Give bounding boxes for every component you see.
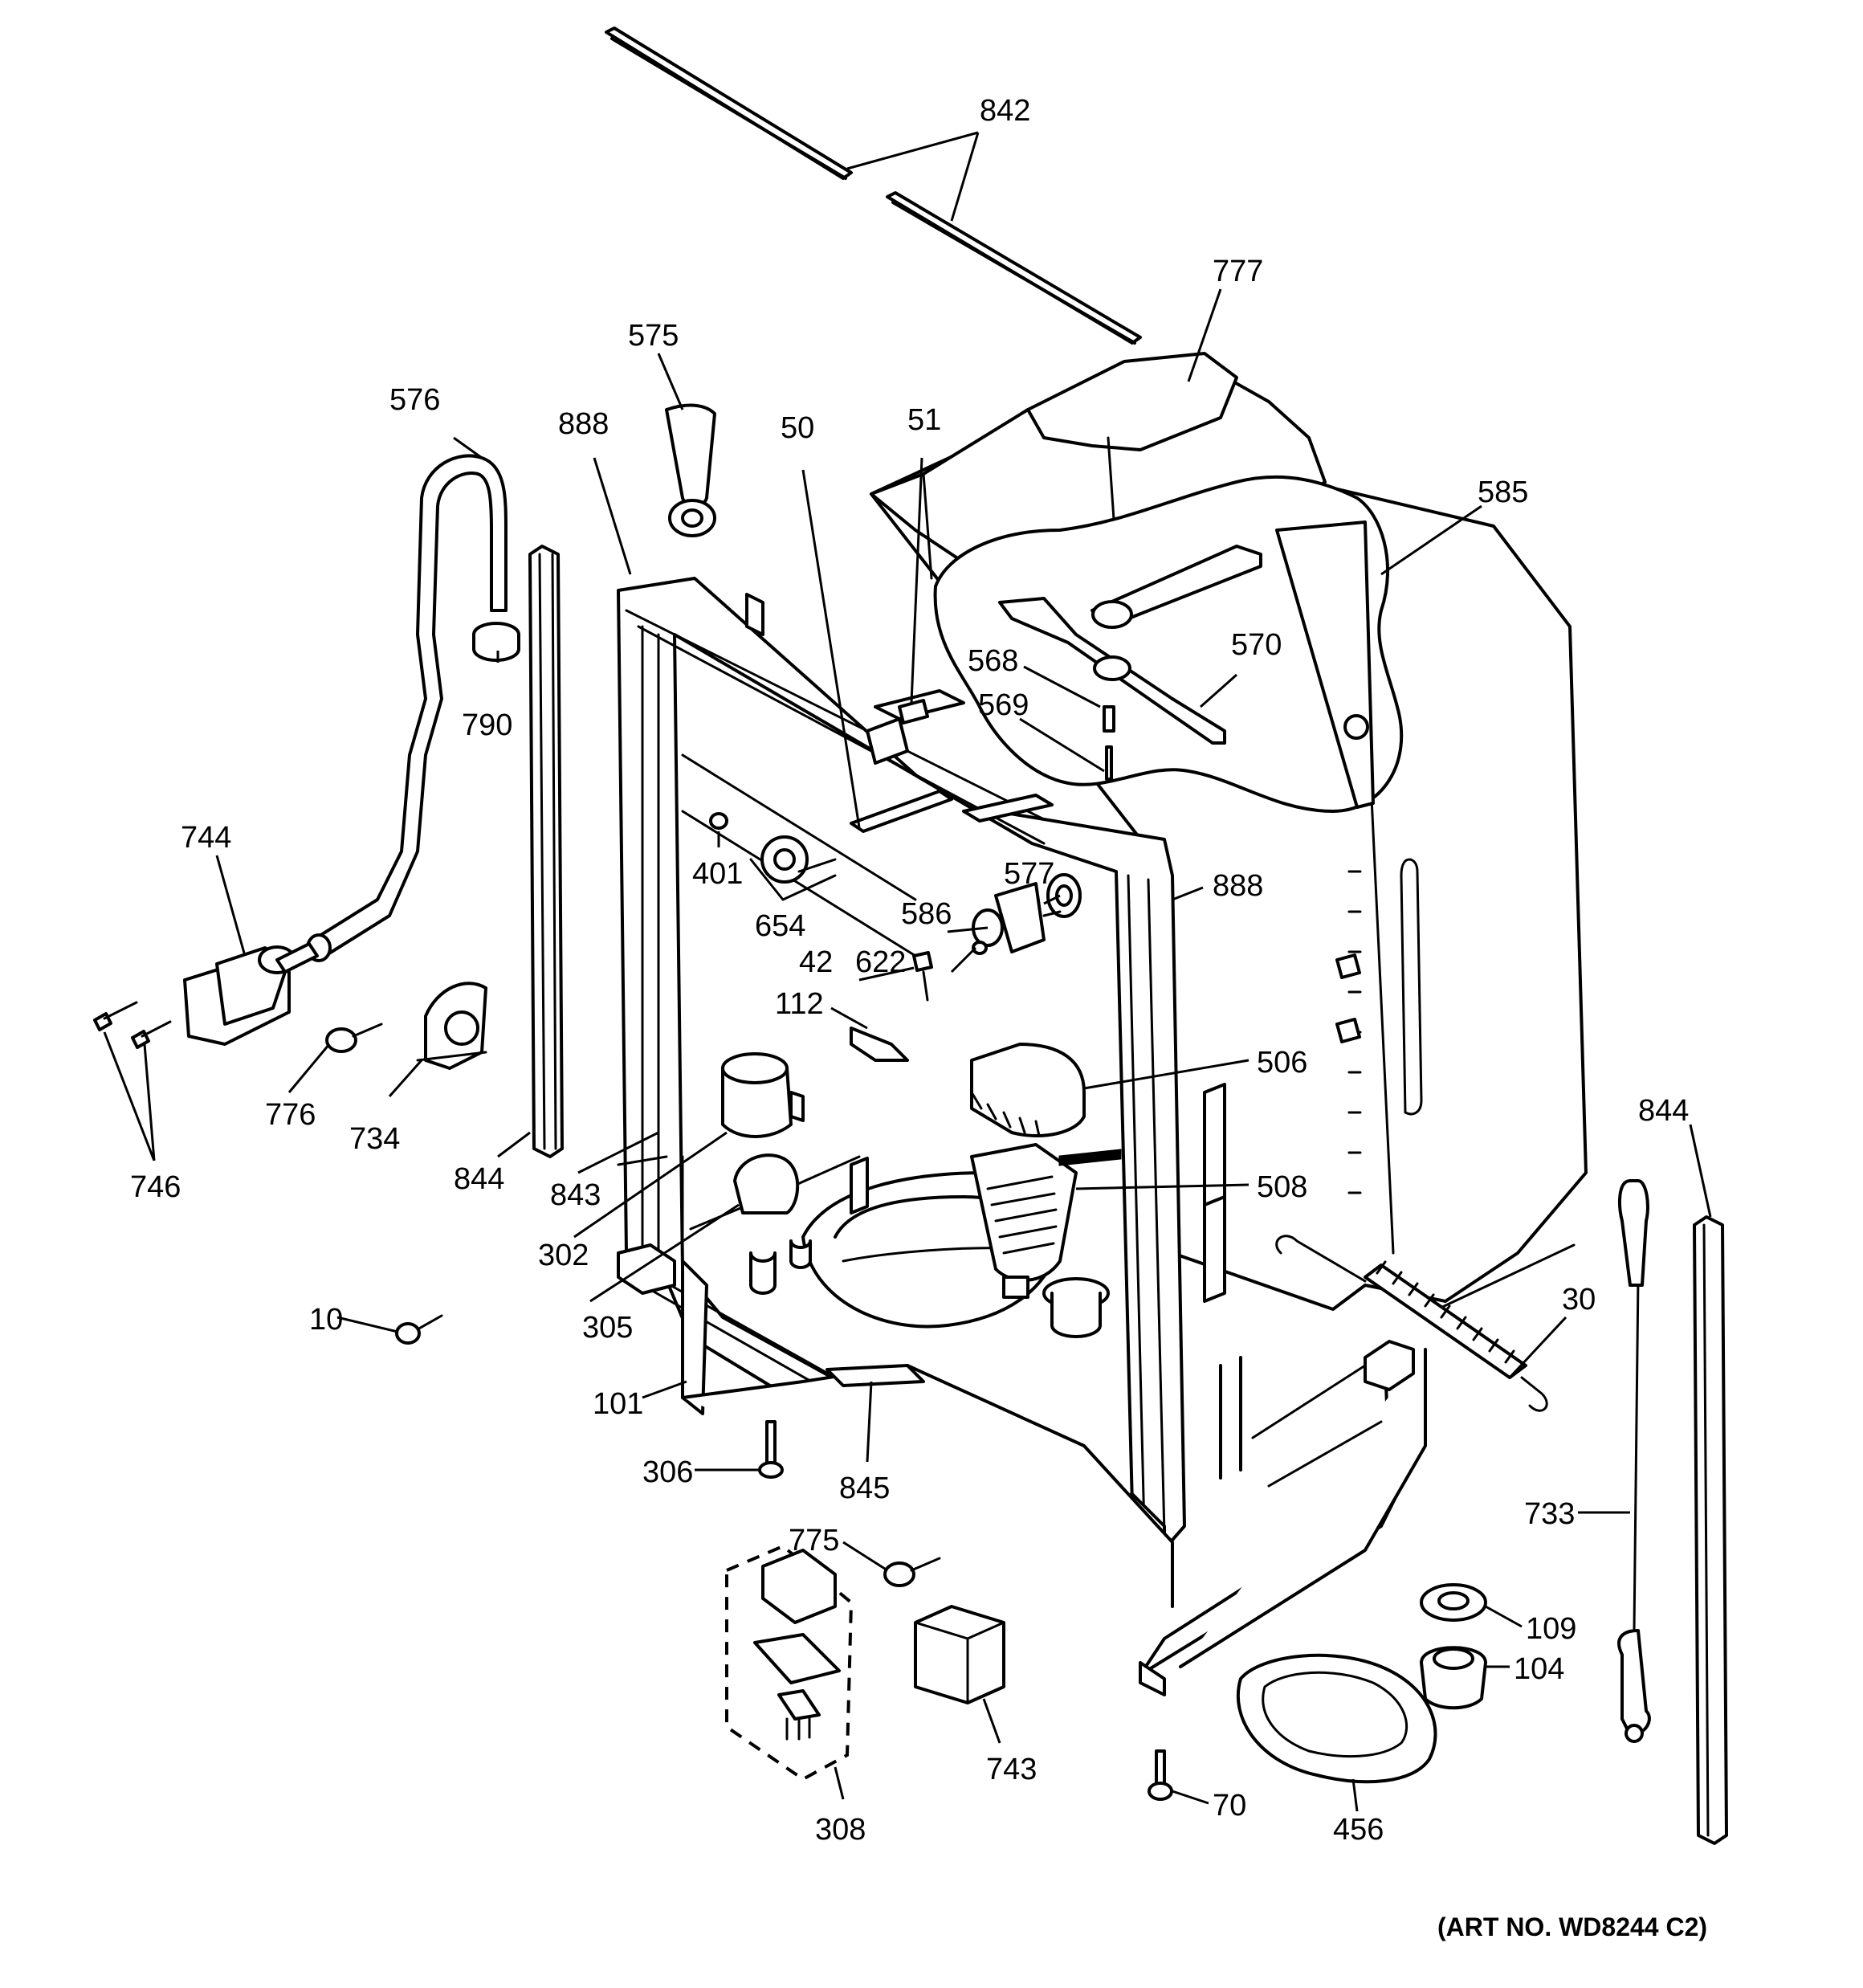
label-569: 569 (978, 688, 1029, 722)
label-570: 570 (1231, 628, 1282, 662)
label-302: 302 (538, 1239, 589, 1272)
label-843: 843 (550, 1178, 601, 1212)
label-70: 70 (1213, 1789, 1246, 1823)
part-305-cap (733, 1153, 800, 1214)
label-842: 842 (980, 94, 1030, 128)
label-10: 10 (309, 1303, 343, 1337)
part-10-screw (395, 1314, 443, 1345)
label-622: 622 (855, 945, 906, 979)
part-654-bracket (749, 835, 837, 901)
part-775-screw (883, 1557, 941, 1587)
part-70-leveling-leg (1148, 1749, 1173, 1801)
part-302-cap (721, 1052, 805, 1138)
part-845-channel (826, 1364, 925, 1387)
part-112-clip (850, 1027, 909, 1062)
label-744: 744 (181, 821, 231, 855)
label-844-left: 844 (454, 1162, 504, 1196)
part-844-right-gasket (1693, 1215, 1728, 1845)
label-308: 308 (815, 1813, 866, 1847)
part-50-bracket (850, 790, 953, 833)
part-109-washer (1420, 1583, 1487, 1622)
part-401-grommet (709, 812, 728, 830)
label-30: 30 (1562, 1283, 1596, 1316)
label-50: 50 (781, 411, 814, 445)
label-112: 112 (775, 987, 824, 1021)
label-888-right: 888 (1213, 869, 1263, 903)
part-776-screw (325, 1023, 383, 1053)
part-844-left-gasket (528, 545, 564, 1158)
art-number: (ART NO. WD8244 C2) (1437, 1912, 1707, 1941)
label-575: 575 (628, 319, 679, 353)
part-30-spring (1275, 1235, 1548, 1412)
label-401: 401 (692, 857, 743, 891)
part-456-tray (1236, 1653, 1437, 1784)
label-104: 104 (1514, 1652, 1564, 1686)
part-506-filter (970, 1043, 1086, 1137)
part-746-screws (93, 1001, 172, 1049)
part-744-water-valve (183, 942, 319, 1046)
label-51: 51 (907, 403, 941, 437)
part-577-seal (1046, 873, 1082, 918)
label-568: 568 (968, 644, 1018, 678)
label-746: 746 (130, 1170, 181, 1204)
label-508: 508 (1257, 1170, 1307, 1204)
label-776: 776 (265, 1098, 316, 1132)
part-622-screw (972, 941, 988, 955)
part-733-door-link (1617, 1179, 1651, 1743)
label-654: 654 (755, 909, 805, 943)
part-843-frame-rail (617, 1155, 668, 1166)
part-586-inlet (972, 882, 1062, 953)
part-308-switch-assembly (725, 1544, 854, 1782)
label-109: 109 (1526, 1612, 1576, 1646)
label-733: 733 (1524, 1497, 1575, 1531)
part-842-trim-strips (605, 27, 1142, 345)
part-743-junction-box (914, 1605, 1005, 1704)
label-777: 777 (1213, 255, 1263, 288)
part-42-screw (912, 951, 933, 1002)
label-844-right: 844 (1638, 1094, 1689, 1128)
label-585: 585 (1478, 476, 1528, 509)
leader-lines (103, 131, 1712, 1812)
label-790: 790 (462, 708, 512, 742)
label-888-top: 888 (558, 407, 609, 441)
part-508-dispenser (970, 1143, 1122, 1299)
label-577: 577 (1004, 857, 1054, 891)
part-104-nut (1420, 1646, 1487, 1710)
label-456: 456 (1333, 1813, 1384, 1847)
part-790-clamp (472, 622, 520, 662)
part-575-funnel (665, 403, 716, 537)
label-586: 586 (901, 897, 952, 931)
label-576: 576 (389, 383, 440, 417)
label-101: 101 (593, 1387, 643, 1421)
label-305: 305 (582, 1311, 633, 1345)
label-42: 42 (799, 945, 833, 979)
label-506: 506 (1257, 1046, 1307, 1080)
label-743: 743 (986, 1753, 1037, 1786)
label-734: 734 (349, 1122, 400, 1156)
label-306: 306 (642, 1455, 693, 1489)
part-306-leveling-leg (758, 1420, 784, 1479)
part-734-door-latch (416, 982, 487, 1070)
base-frame (681, 1259, 1427, 1696)
label-775: 775 (789, 1524, 839, 1557)
part-51-clip (898, 699, 929, 725)
label-845: 845 (839, 1472, 890, 1505)
callout-labels: 842 777 575 576 888 50 51 585 568 570 56… (130, 94, 1707, 1941)
cutaway-upper-spray-arm (933, 475, 1404, 813)
